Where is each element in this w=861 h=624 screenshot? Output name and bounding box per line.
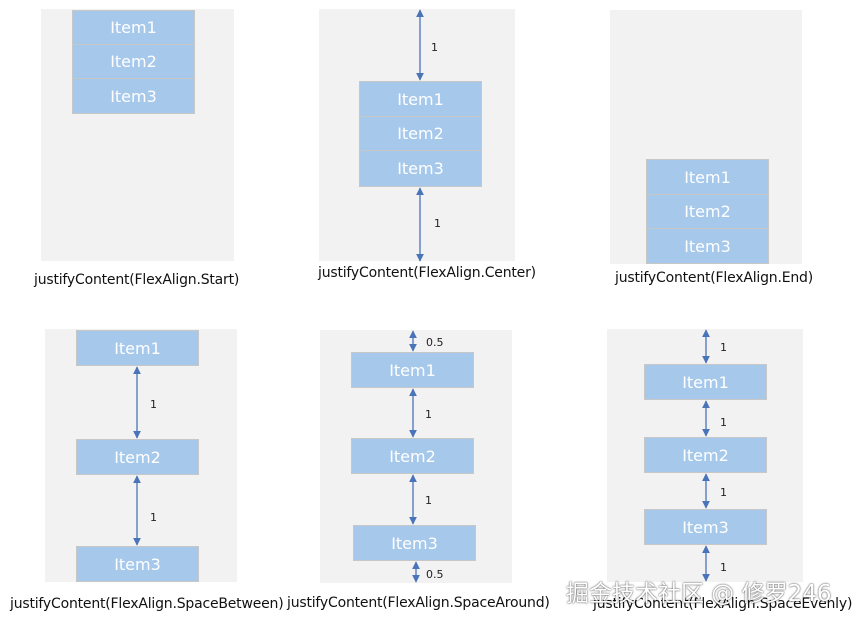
spacebetween-item-3: Item3	[76, 546, 199, 582]
center-gap-label-top: 1	[431, 41, 438, 54]
spacearound-gap-label-4: 0.5	[426, 568, 444, 581]
end-item-2: Item2	[646, 194, 769, 229]
caption-flexalign-start: justifyContent(FlexAlign.Start)	[34, 272, 240, 288]
center-item-3: Item3	[359, 150, 482, 187]
center-gap-label-bottom: 1	[434, 217, 441, 230]
spacearound-gap-label-1: 0.5	[426, 336, 444, 349]
center-item-2: Item2	[359, 116, 482, 151]
spacebetween-item-2: Item2	[76, 439, 199, 475]
end-item-3: Item3	[646, 228, 769, 264]
spacearound-gap-label-3: 1	[425, 494, 432, 507]
spacearound-item-3: Item3	[353, 525, 476, 561]
center-item-1: Item1	[359, 81, 482, 117]
spaceevenly-item-2: Item2	[644, 437, 767, 473]
spacebetween-gap-label-1: 1	[150, 398, 157, 411]
spaceevenly-gap-label-1: 1	[720, 341, 727, 354]
spaceevenly-gap-label-2: 1	[720, 416, 727, 429]
spacebetween-item-1: Item1	[76, 330, 199, 366]
caption-flexalign-spacebetween: justifyContent(FlexAlign.SpaceBetween)	[10, 596, 284, 612]
caption-flexalign-spacearound: justifyContent(FlexAlign.SpaceAround)	[287, 595, 550, 611]
end-item-1: Item1	[646, 159, 769, 195]
spaceevenly-gap-label-4: 1	[720, 561, 727, 574]
spacearound-gap-label-2: 1	[425, 408, 432, 421]
spaceevenly-item-3: Item3	[644, 509, 767, 545]
start-item-3: Item3	[72, 78, 195, 114]
start-item-2: Item2	[72, 44, 195, 79]
spacebetween-gap-label-2: 1	[150, 511, 157, 524]
watermark: 掘金技术社区 @ 修罗246	[566, 581, 832, 607]
spacearound-item-2: Item2	[351, 438, 474, 474]
spacearound-item-1: Item1	[351, 352, 474, 388]
caption-flexalign-end: justifyContent(FlexAlign.End)	[615, 270, 813, 286]
caption-flexalign-center: justifyContent(FlexAlign.Center)	[318, 265, 536, 281]
spaceevenly-item-1: Item1	[644, 364, 767, 400]
start-item-1: Item1	[72, 10, 195, 45]
spaceevenly-gap-label-3: 1	[720, 486, 727, 499]
caption-flexalign-spaceevenly: justifyContent(FlexAlign.SpaceEvenly)	[593, 596, 853, 612]
